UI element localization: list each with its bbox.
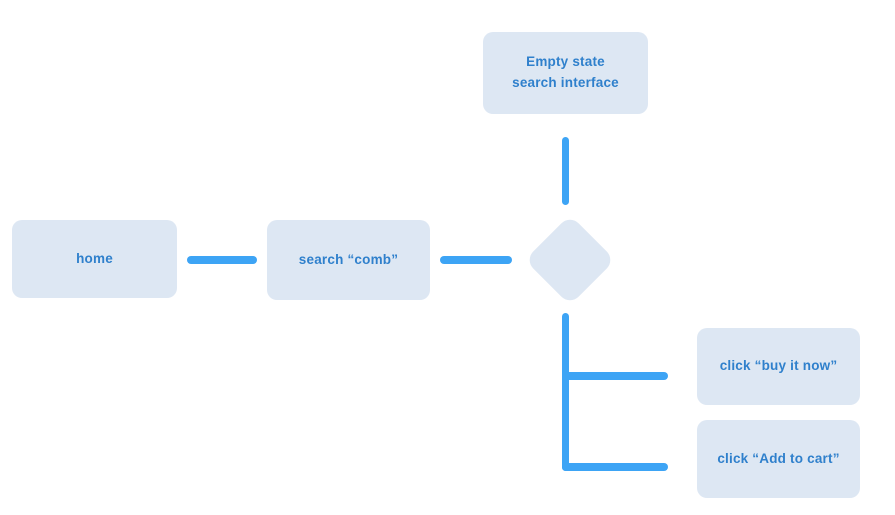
node-label: search “comb” [298, 251, 399, 267]
node-label: home [76, 250, 113, 266]
connector-branch-add-to-cart [562, 463, 668, 471]
node-label: click “buy it now” [719, 358, 838, 374]
connector-branch-buy-it-now [565, 372, 668, 380]
node-click-add-to-cart[interactable]: click “Add to cart” [697, 420, 860, 498]
connector-decision-to-empty-state [562, 137, 569, 205]
node-decision-diamond[interactable] [524, 214, 616, 306]
node-click-buy-it-now[interactable]: click “buy it now” [697, 328, 860, 405]
node-empty-state-search-interface[interactable]: Empty state search interface [483, 32, 648, 114]
node-label: Empty state [526, 54, 605, 70]
connector-search-to-decision [440, 256, 512, 264]
node-label: search interface [512, 75, 619, 90]
node-label: click “Add to cart” [717, 450, 840, 466]
node-home[interactable]: home [12, 220, 177, 298]
node-search-comb[interactable]: search “comb” [267, 220, 430, 300]
connector-decision-down-trunk [562, 313, 569, 471]
connector-home-to-search [187, 256, 257, 264]
